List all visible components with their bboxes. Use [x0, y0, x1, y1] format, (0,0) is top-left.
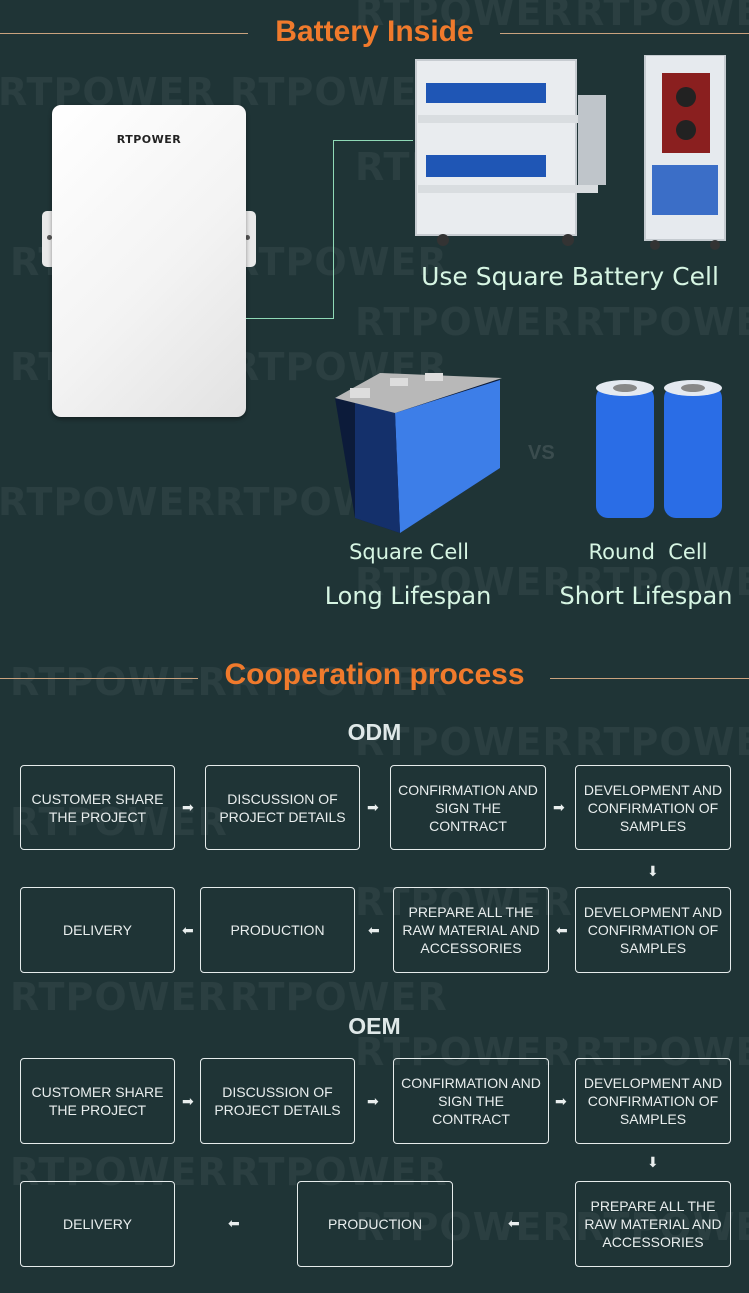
arrow-right-icon: ➡ [367, 1093, 379, 1109]
watermark: RTPOWER [10, 660, 228, 704]
watermark: RTPOWER [355, 1205, 573, 1249]
title-divider-left [0, 678, 198, 679]
watermark: RTPOWER [575, 300, 749, 344]
arrow-left-icon: ⬅ [182, 922, 194, 938]
battery-section-title: Battery Inside [275, 15, 474, 48]
odm-step-box: PREPARE ALL THE RAW MATERIAL AND ACCESSO… [393, 887, 549, 973]
arrow-down-icon: ⬇ [647, 1154, 659, 1170]
watermark: RTPOWER [575, 0, 749, 34]
arrow-right-icon: ➡ [182, 1093, 194, 1109]
watermark: RTPOWER [575, 560, 749, 604]
odm-step-box: PRODUCTION [200, 887, 355, 973]
process-section-title: Cooperation process [224, 658, 525, 691]
arrow-left-icon: ⬅ [556, 922, 568, 938]
battery-module-image [644, 55, 726, 250]
oem-label: OEM [348, 1013, 401, 1039]
title-divider-right [550, 678, 749, 679]
connector-line [246, 318, 333, 319]
title-divider-left [0, 33, 248, 34]
square-cell-caption: Use Square Battery Cell [421, 262, 719, 291]
watermark: RTPOWER [575, 1205, 749, 1249]
bracket-screw [245, 235, 250, 240]
arrow-right-icon: ➡ [553, 799, 565, 815]
oem-step-box: DELIVERY [20, 1181, 175, 1267]
oem-step-box: DEVELOPMENT AND CONFIRMATION OF SAMPLES [575, 1058, 731, 1144]
watermark: RTPOWER [355, 0, 573, 34]
watermark: RTPOWER [230, 1150, 448, 1194]
odm-step-box: DEVELOPMENT AND CONFIRMATION OF SAMPLES [575, 887, 731, 973]
arrow-right-icon: ➡ [367, 799, 379, 815]
oem-step-box: PREPARE ALL THE RAW MATERIAL AND ACCESSO… [575, 1181, 731, 1267]
watermark: RTPOWER [230, 70, 448, 114]
round-cell-image [596, 380, 722, 518]
odm-step-box: DELIVERY [20, 887, 175, 973]
watermark: RTPOWER [0, 480, 216, 524]
oem-step-box: PRODUCTION [297, 1181, 453, 1267]
odm-step-box: CUSTOMER SHARE THE PROJECT [20, 765, 175, 850]
title-divider-right [500, 33, 749, 34]
battery-body [52, 105, 246, 417]
watermark: RTPOWER [355, 720, 573, 764]
watermark: RTPOWER [230, 660, 448, 704]
watermark: RTPOWER [575, 720, 749, 764]
square-cell-image [335, 373, 502, 533]
connector-line [333, 140, 334, 319]
wall-battery-image: RTPOWER [42, 105, 256, 417]
watermark: RTPOWER [230, 240, 448, 284]
watermark: RTPOWER [230, 975, 448, 1019]
oem-step-box: CUSTOMER SHARE THE PROJECT [20, 1058, 175, 1144]
rtpower-logo: RTPOWER [116, 133, 182, 146]
watermark: RTPOWER [10, 975, 228, 1019]
arrow-right-icon: ➡ [555, 1093, 567, 1109]
arrow-left-icon: ⬅ [228, 1215, 240, 1231]
arrow-left-icon: ⬅ [368, 922, 380, 938]
arrow-right-icon: ➡ [182, 799, 194, 815]
odm-label: ODM [347, 719, 402, 745]
odm-step-box: DISCUSSION OF PROJECT DETAILS [205, 765, 360, 850]
watermark: RTPOWER [355, 300, 573, 344]
odm-step-box: DEVELOPMENT AND CONFIRMATION OF SAMPLES [575, 765, 731, 850]
oem-step-box: DISCUSSION OF PROJECT DETAILS [200, 1058, 355, 1144]
round-cell-note: Short Lifespan [559, 582, 733, 610]
watermark: RTPOWER [355, 1030, 573, 1074]
round-cell-label: Round Cell [588, 540, 708, 564]
square-cell-note: Long Lifespan [324, 582, 492, 610]
arrow-left-icon: ⬅ [508, 1215, 520, 1231]
watermark: RTPOWER [10, 1150, 228, 1194]
watermark: RTPOWER [575, 1030, 749, 1074]
arrow-down-icon: ⬇ [647, 863, 659, 879]
odm-step-box: CONFIRMATION AND SIGN THE CONTRACT [390, 765, 546, 850]
battery-rack-image [415, 59, 606, 246]
watermark: RTPOWER [355, 560, 573, 604]
bracket-screw [47, 235, 52, 240]
square-cell-label: Square Cell [349, 540, 469, 564]
watermark: RTPOWER [10, 800, 228, 844]
vs-label: VS [528, 442, 555, 464]
connector-line [333, 140, 413, 141]
oem-step-box: CONFIRMATION AND SIGN THE CONTRACT [393, 1058, 549, 1144]
